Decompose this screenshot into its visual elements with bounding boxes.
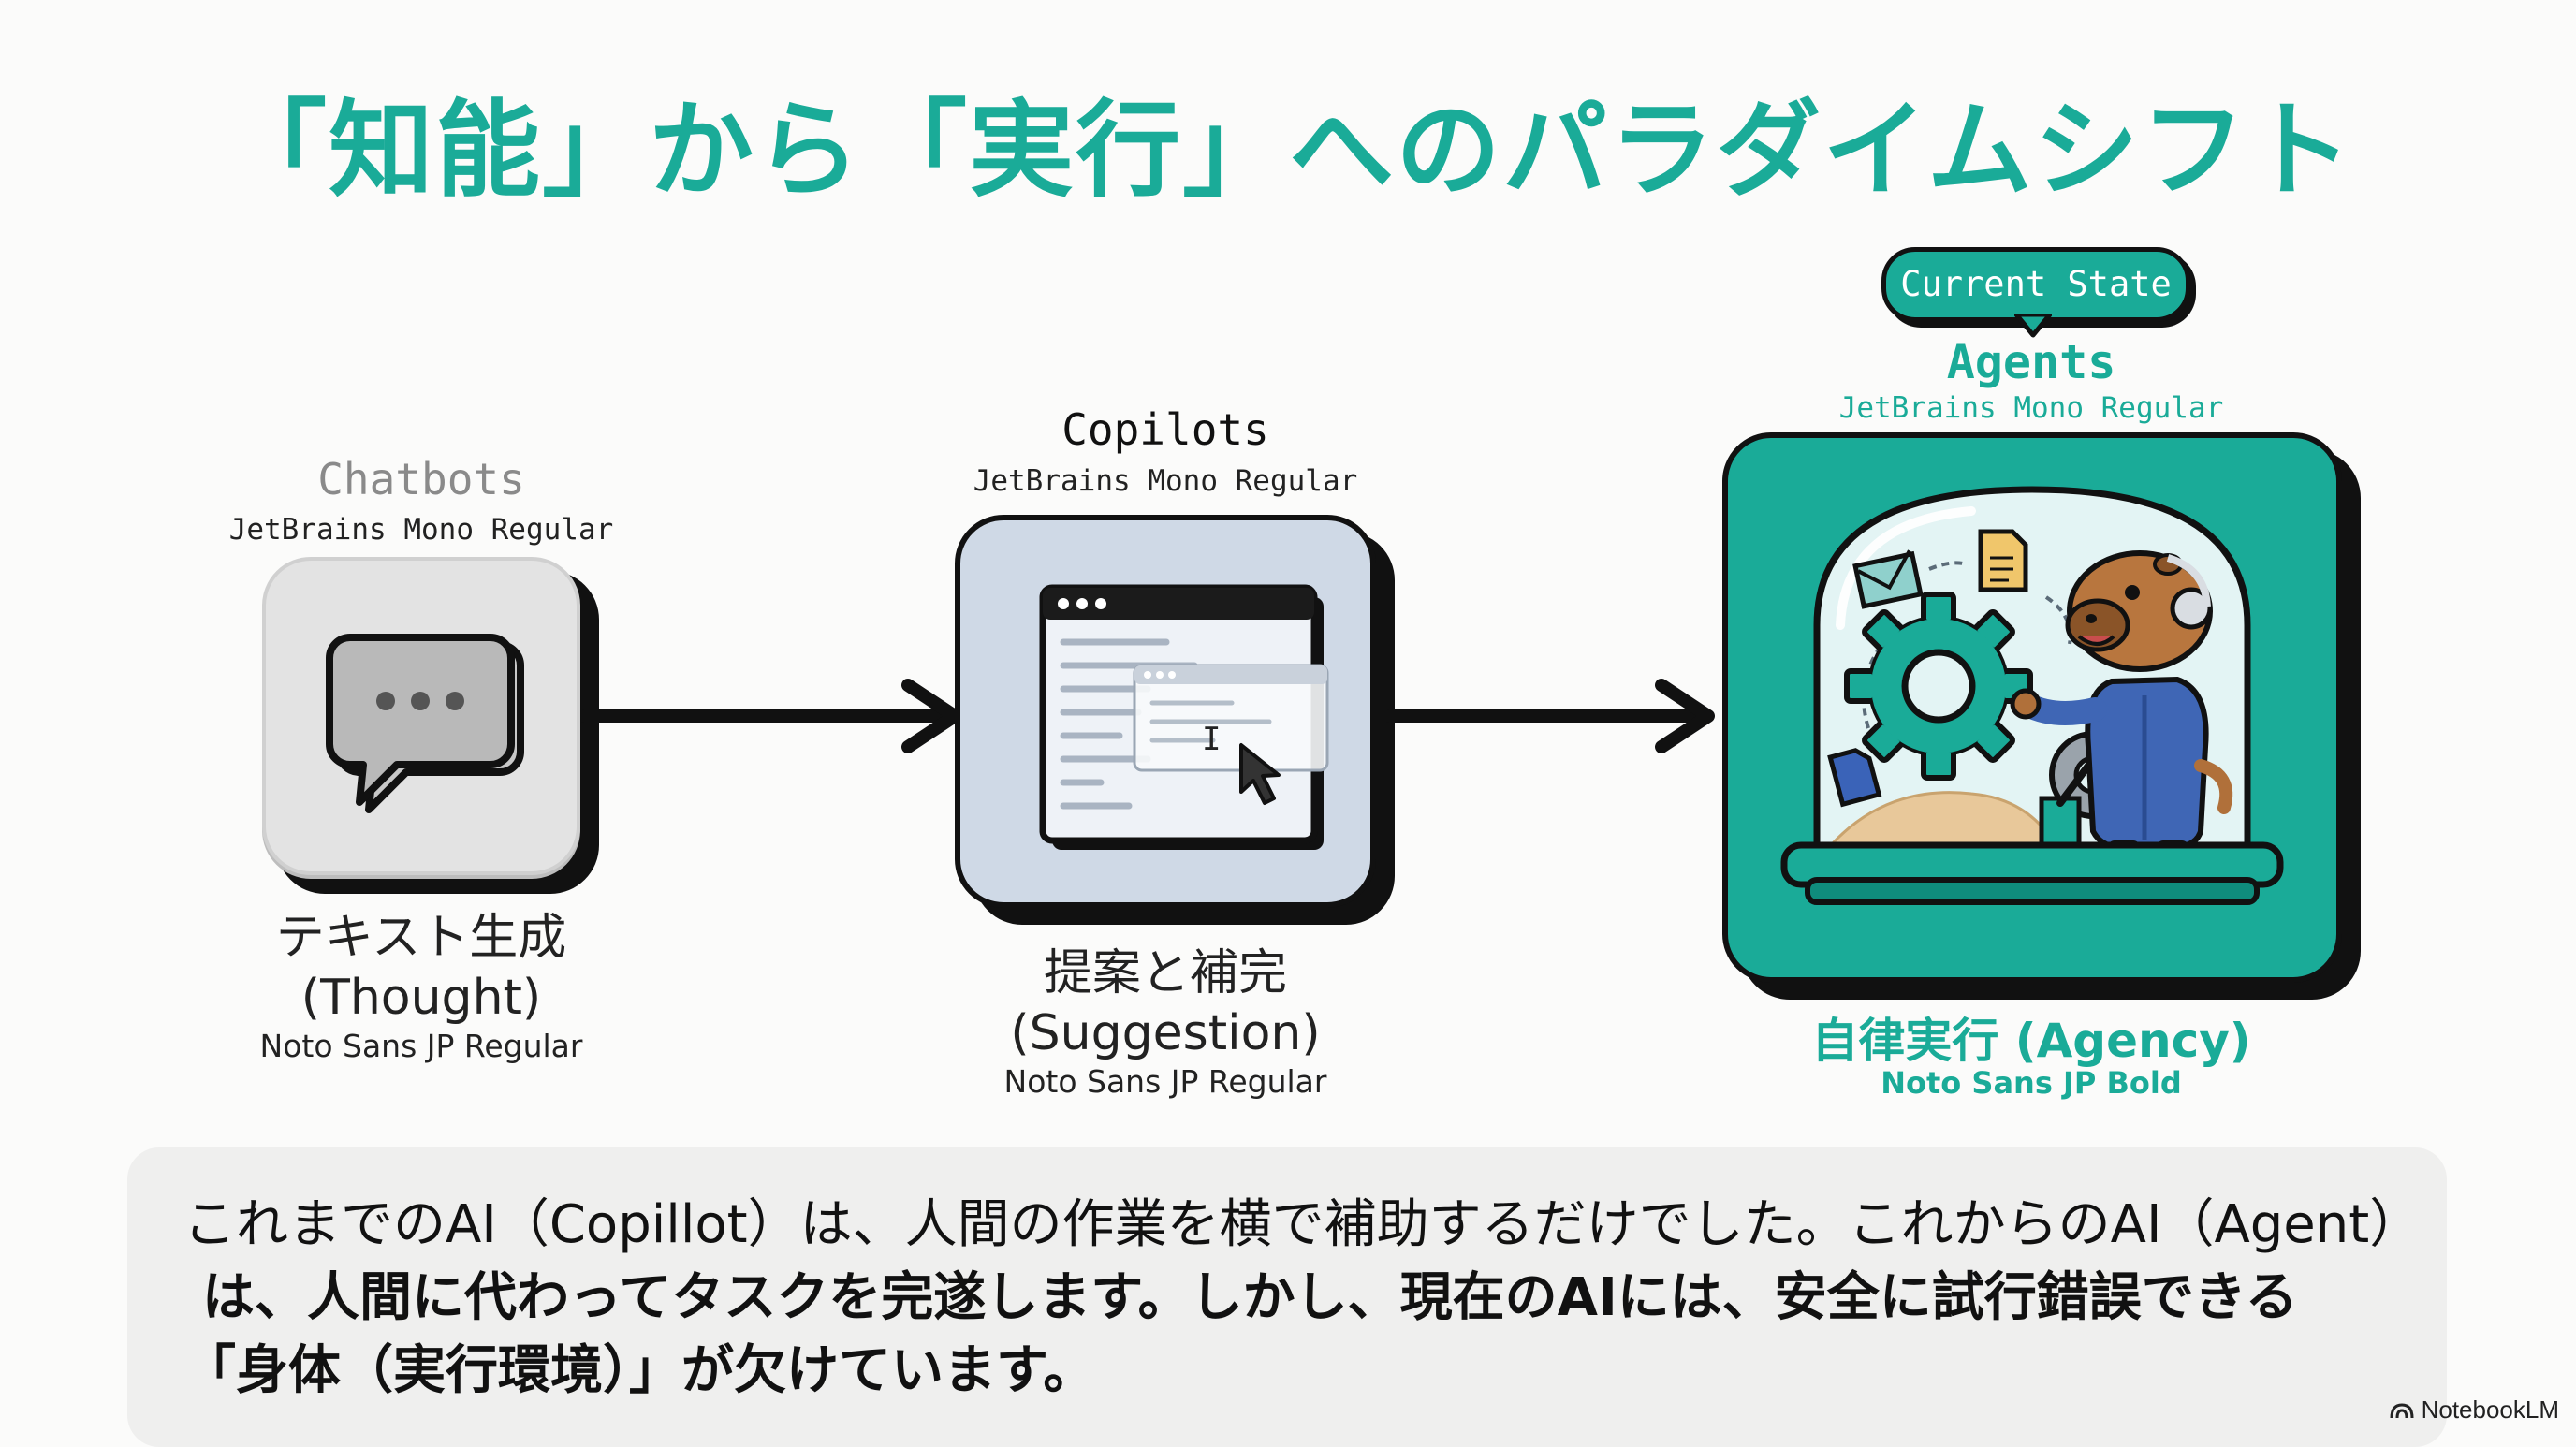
stage-chatbots-desc-font-note: Noto Sans JP Regular <box>259 1028 583 1064</box>
stage-chatbots-desc-line1: テキスト生成 <box>275 910 567 966</box>
stage-copilots-desc-line1: 提案と補完 <box>1043 945 1287 1001</box>
brand-label: NotebookLM <box>2421 1396 2559 1424</box>
stage-chatbots-font-note: JetBrains Mono Regular <box>228 513 614 547</box>
stage-agents-font-note: JetBrains Mono Regular <box>1838 391 2224 425</box>
notebooklm-brand: NotebookLM <box>2390 1396 2559 1425</box>
stage-chatbots-name: Chatbots <box>317 454 525 504</box>
stage-copilots-desc-font-note: Noto Sans JP Regular <box>1003 1063 1327 1100</box>
stage-agents-desc-font-note: Noto Sans JP Bold <box>1881 1065 2182 1101</box>
notebooklm-logo-icon <box>2390 1402 2414 1418</box>
caption-text: これまでのAI（Copillot）は、人間の作業を横で補助するだけでした。これか… <box>183 1189 2422 1408</box>
stage-chatbots-desc-line2: (Thought) <box>300 970 542 1026</box>
svg-text:I: I <box>1202 721 1221 758</box>
stage-copilots-desc-line2: (Suggestion) <box>1010 1005 1321 1061</box>
stage-copilots-font-note: JetBrains Mono Regular <box>973 464 1358 498</box>
badge-pointer <box>2014 314 2052 338</box>
caption-line-1: これまでのAI（Copillot）は、人間の作業を横で補助するだけでした。これか… <box>183 1194 2422 1255</box>
capybara-agent-illustration <box>1780 486 2284 905</box>
stage-agents-desc: 自律実行 (Agency) <box>1811 1014 2251 1068</box>
speech-bubble-icon <box>326 634 524 813</box>
caption-line-3: 「身体（実行環境）」が欠けています。 <box>183 1340 1096 1401</box>
caption-line-2: は、人間に代わってタスクを完遂します。しかし、現在のAIには、安全に試行錯誤でき… <box>202 1267 2298 1328</box>
stage-copilots-name: Copilots <box>1061 404 1269 455</box>
chatbots-box <box>262 557 580 875</box>
page-title: 「知能」から「実行」へのパラダイムシフト <box>222 90 2354 212</box>
copilots-box: I <box>955 515 1376 908</box>
current-state-badge: Current State <box>1881 247 2190 322</box>
caption-box: これまでのAI（Copillot）は、人間の作業を横で補助するだけでした。これか… <box>127 1147 2447 1447</box>
agents-box <box>1722 432 2342 983</box>
suggestion-window-icon: I <box>1039 584 1329 850</box>
arrow-copilots-to-agents <box>1385 679 1715 753</box>
arrow-chatbots-to-copilots <box>580 679 961 753</box>
stage-agents-name: Agents <box>1946 335 2116 389</box>
